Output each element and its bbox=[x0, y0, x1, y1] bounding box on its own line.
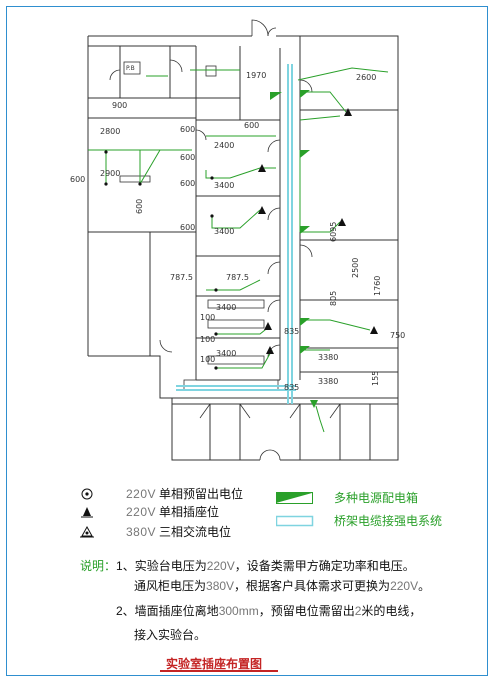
note-text: ，设备类需甲方确定功率和电压。 bbox=[234, 559, 415, 573]
dim-750: 750 bbox=[390, 331, 405, 340]
note-line-1: 说明：1、实验台电压为220V，设备类需甲方确定功率和电压。 bbox=[80, 557, 415, 574]
dim-3380-a: 3380 bbox=[318, 353, 338, 362]
distribution-box bbox=[300, 226, 310, 234]
note-text: 1、实验台电压为 bbox=[116, 559, 207, 573]
dim-100-a: 100 bbox=[200, 313, 215, 322]
legend-three-phase: 380V 三相交流电位 bbox=[80, 523, 231, 540]
legend-reserve-outlet: 220V 单相预留出电位 bbox=[80, 485, 243, 502]
dim-787-5-a: 787.5 bbox=[170, 273, 193, 282]
dim-600-f: 600 bbox=[70, 175, 85, 184]
pb-label: P.B bbox=[126, 65, 135, 72]
dim-1970: 1970 bbox=[246, 71, 266, 80]
note-text: 米的电线， bbox=[361, 604, 422, 618]
dim-155: 155 bbox=[371, 371, 380, 386]
dim-100-c: 100 bbox=[200, 355, 215, 364]
dim-2500: 2500 bbox=[351, 258, 360, 278]
distribution-box bbox=[310, 400, 318, 408]
dim-835-a: 835 bbox=[284, 327, 299, 336]
floor-plan: 1970 2600 900 2800 600 600 600 600 600 6… bbox=[70, 19, 405, 461]
dim-600-g: 600 bbox=[135, 199, 144, 214]
dim-600-c: 600 bbox=[180, 153, 195, 162]
distribution-box bbox=[300, 318, 310, 326]
distribution-box-icon bbox=[276, 491, 313, 504]
note-value: 220V bbox=[206, 559, 235, 573]
legend-cable-tray: 桥架电缆接强电系统 bbox=[276, 512, 442, 529]
note-prefix: 说明： bbox=[80, 559, 117, 573]
dim-3400-c: 3400 bbox=[216, 303, 236, 312]
dim-100-b: 100 bbox=[200, 335, 215, 344]
legend-label: 三相交流电位 bbox=[159, 525, 232, 539]
dim-3400-a: 3400 bbox=[214, 181, 234, 190]
note-text: 通风柜电压为 bbox=[134, 579, 207, 593]
dim-805: 805 bbox=[329, 291, 338, 306]
legend-socket: 220V 单相插座位 bbox=[80, 503, 219, 520]
dim-600-e: 600 bbox=[180, 223, 195, 232]
legend-voltage: 220V bbox=[126, 486, 157, 501]
dim-900: 900 bbox=[112, 101, 127, 110]
distribution-box bbox=[300, 346, 310, 354]
note-text: ，预留电位需留出 bbox=[258, 604, 355, 618]
fixtures bbox=[119, 61, 279, 391]
dim-3380-b: 3380 bbox=[318, 377, 338, 386]
legend-label: 多种电源配电箱 bbox=[334, 491, 419, 505]
dim-600-b: 600 bbox=[244, 121, 259, 130]
legend-distribution-box: 多种电源配电箱 bbox=[276, 489, 418, 506]
dim-1760: 1760 bbox=[373, 276, 382, 296]
legend-label: 桥架电缆接强电系统 bbox=[334, 514, 443, 528]
dim-2600: 2600 bbox=[356, 73, 376, 82]
dim-3400-b: 3400 bbox=[214, 227, 234, 236]
dim-3400-d: 3400 bbox=[216, 349, 236, 358]
dim-6095: 6095 bbox=[329, 222, 338, 242]
note-text: 接入实验台。 bbox=[134, 628, 207, 642]
distribution-box bbox=[300, 90, 310, 98]
note-value: 300mm bbox=[218, 604, 259, 618]
dim-2900: 2900 bbox=[100, 169, 120, 178]
note-value: 2 bbox=[354, 604, 362, 618]
socket-icon bbox=[81, 506, 93, 517]
note-text: 2、墙面插座位离地 bbox=[116, 604, 219, 618]
note-value: 220V bbox=[390, 579, 419, 593]
drawing-frame bbox=[6, 6, 488, 676]
cable-tray-icon bbox=[276, 515, 314, 526]
note-line-2: 通风柜电压为380V，根据客户具体需求可更换为220V。 bbox=[134, 577, 430, 594]
note-text: ，根据客户具体需求可更换为 bbox=[234, 579, 391, 593]
distribution-box bbox=[300, 150, 310, 158]
three-phase-icon bbox=[80, 525, 94, 537]
legend-voltage: 380V bbox=[126, 524, 157, 539]
reserve-outlet-icon bbox=[81, 488, 93, 499]
legend-voltage: 220V bbox=[126, 504, 157, 519]
dim-835-b: 835 bbox=[284, 383, 299, 392]
dim-787-5-b: 787.5 bbox=[226, 273, 249, 282]
title-underline bbox=[160, 670, 278, 672]
legend-label: 单相插座位 bbox=[159, 505, 220, 519]
dim-600-a: 600 bbox=[180, 125, 195, 134]
door-swings bbox=[109, 19, 341, 461]
dim-2800: 2800 bbox=[100, 127, 120, 136]
note-line-4: 接入实验台。 bbox=[134, 626, 206, 643]
note-text: 。 bbox=[418, 579, 431, 593]
cable-tray bbox=[176, 64, 296, 404]
power-wiring bbox=[88, 67, 389, 433]
note-line-3: 2、墙面插座位离地300mm，预留电位需留出2米的电线， bbox=[116, 602, 421, 619]
note-value: 380V bbox=[206, 579, 235, 593]
dim-2400: 2400 bbox=[214, 141, 234, 150]
drawing-title: 实验室插座布置图 bbox=[166, 657, 263, 671]
dimension-labels: 1970 2600 900 2800 600 600 600 600 600 6… bbox=[70, 65, 405, 392]
dim-600-d: 600 bbox=[180, 179, 195, 188]
socket-symbols bbox=[104, 108, 378, 370]
building-walls bbox=[87, 35, 399, 461]
distribution-box bbox=[270, 92, 282, 100]
legend-label: 单相预留出电位 bbox=[159, 487, 244, 501]
distribution-boxes bbox=[270, 90, 318, 408]
